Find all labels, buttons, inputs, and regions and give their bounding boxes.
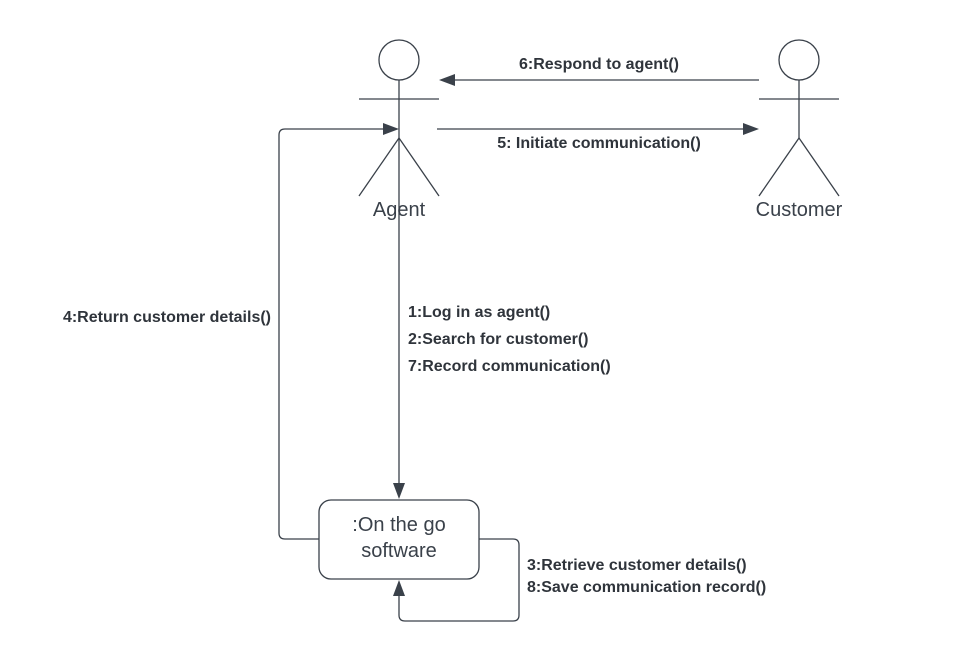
agent-to-system-link[interactable]: 1:Log in as agent() 2:Search for custome…	[393, 138, 611, 499]
agent-left-leg	[358, 137, 400, 197]
respond-arrowhead	[439, 74, 455, 86]
self-loop-line	[398, 538, 520, 622]
return-path-line	[278, 128, 387, 540]
record-communication-label: 7:Record communication()	[408, 358, 611, 375]
customer-left-leg	[758, 137, 800, 197]
search-customer-label: 2:Search for customer()	[408, 331, 589, 348]
customer-actor[interactable]: Customer	[756, 39, 843, 221]
agent-system-arrowhead	[393, 483, 405, 499]
system-label-line1: :On the go	[352, 514, 445, 536]
agent-head	[378, 39, 420, 81]
customer-label: Customer	[756, 199, 843, 221]
log-in-label: 1:Log in as agent()	[408, 304, 550, 321]
system-label-line2: software	[361, 540, 437, 562]
return-customer-details-label: 4:Return customer details()	[63, 309, 271, 326]
agent-right-leg	[398, 137, 440, 197]
self-loop-arrowhead	[393, 580, 405, 596]
agent-actor[interactable]: Agent	[358, 39, 440, 221]
customer-head	[778, 39, 820, 81]
message-respond-to-agent[interactable]: 6:Respond to agent()	[439, 56, 759, 86]
system-to-agent-link[interactable]: 4:Return customer details()	[63, 123, 399, 540]
message-initiate-communication[interactable]: 5: Initiate communication()	[437, 123, 759, 152]
initiate-arrowhead	[743, 123, 759, 135]
respond-to-agent-label: 6:Respond to agent()	[519, 56, 679, 73]
customer-right-leg	[798, 137, 840, 197]
system-object[interactable]: :On the go software	[318, 499, 480, 580]
retrieve-details-label: 3:Retrieve customer details()	[527, 557, 747, 574]
system-self-link[interactable]: 3:Retrieve customer details() 8:Save com…	[393, 538, 766, 622]
return-arrowhead	[383, 123, 399, 135]
initiate-communication-label: 5: Initiate communication()	[497, 135, 701, 152]
save-record-label: 8:Save communication record()	[527, 579, 766, 596]
